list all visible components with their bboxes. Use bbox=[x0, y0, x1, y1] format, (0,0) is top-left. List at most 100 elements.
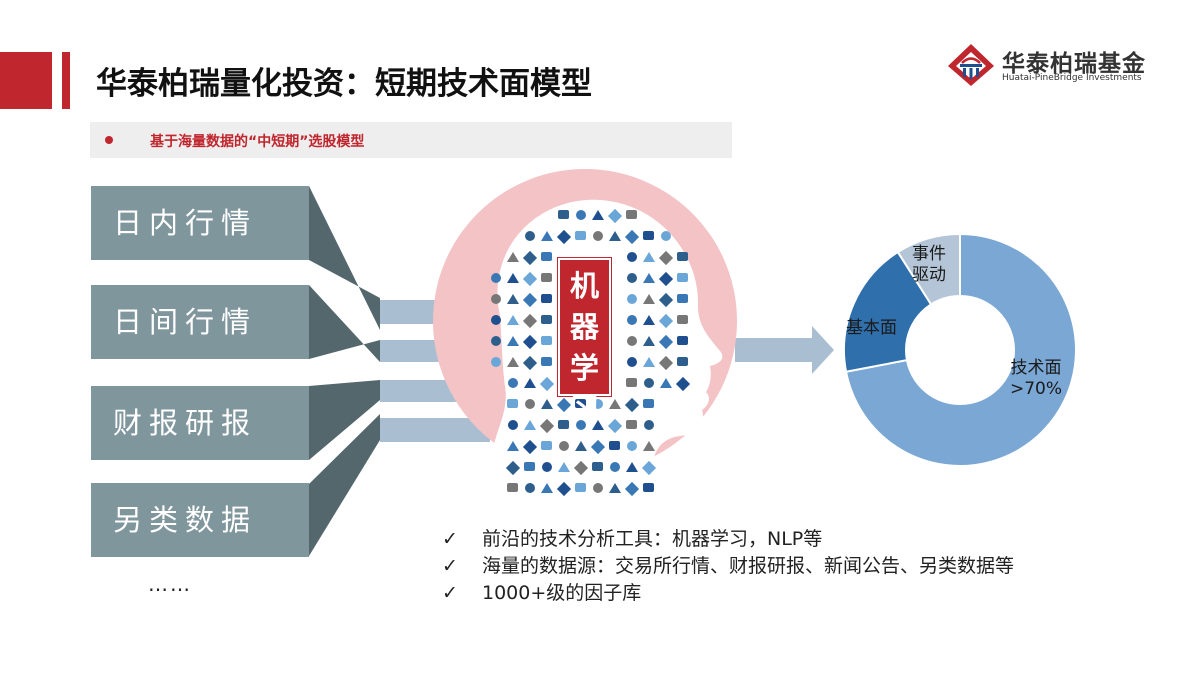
dollar-icon bbox=[675, 376, 691, 392]
mail-icon bbox=[626, 420, 637, 429]
pie-label-fundamental-line1: 基本面 bbox=[846, 318, 897, 338]
cloud-icon bbox=[525, 231, 535, 241]
camera-icon bbox=[575, 441, 587, 451]
plane-icon bbox=[643, 336, 655, 346]
pen-icon bbox=[556, 397, 572, 413]
cup-icon bbox=[643, 294, 655, 304]
cup-icon bbox=[541, 252, 552, 261]
pie-label-event-line1: 事件 bbox=[912, 244, 946, 264]
cup-icon bbox=[541, 399, 553, 409]
pie-chart-icon bbox=[658, 250, 674, 266]
feature-item-3: ✓1000+级的因子库 bbox=[442, 580, 1014, 607]
camera-icon bbox=[575, 483, 586, 492]
umbrella-icon bbox=[541, 273, 552, 282]
ml-char-1: 机 bbox=[569, 269, 599, 303]
phone-icon bbox=[624, 229, 640, 245]
music-icon bbox=[558, 462, 570, 472]
lightning-icon bbox=[593, 231, 603, 241]
cloud-icon bbox=[505, 460, 521, 476]
pie-chart-icon bbox=[593, 399, 603, 409]
info-icon bbox=[677, 252, 688, 261]
plane-icon bbox=[507, 399, 518, 408]
house-icon bbox=[592, 462, 603, 471]
icon-field bbox=[491, 208, 691, 497]
umbrella-icon bbox=[524, 420, 536, 430]
check-icon: ✓ bbox=[442, 528, 458, 550]
chart-icon bbox=[658, 334, 674, 350]
ml-char-3: 学 bbox=[569, 351, 599, 385]
mail-icon bbox=[660, 378, 672, 388]
pie-chart-icon bbox=[576, 210, 586, 220]
tram-icon bbox=[624, 481, 640, 497]
tram-icon bbox=[627, 357, 637, 367]
logo-name-cn: 华泰柏瑞基金 bbox=[1002, 51, 1146, 77]
logo-name-en: Huatai-PineBridge Investments bbox=[1002, 73, 1142, 83]
page-title: 华泰柏瑞量化投资：短期技术面模型 bbox=[96, 66, 592, 102]
pie-label-event-line2: 驱动 bbox=[912, 265, 946, 285]
input-box-alternative: 另类数据 bbox=[91, 483, 309, 557]
feature-text-2: 海量的数据源：交易所行情、财报研报、新闻公告、另类数据等 bbox=[482, 555, 1015, 577]
dollar-icon bbox=[644, 420, 654, 430]
music-icon bbox=[677, 315, 688, 324]
input-box-reports: 财报研报 bbox=[91, 386, 309, 460]
map-icon bbox=[643, 483, 654, 492]
lightning-icon bbox=[658, 271, 674, 287]
phone-icon bbox=[607, 418, 623, 434]
tram-icon bbox=[491, 273, 501, 283]
camera-icon bbox=[643, 252, 655, 262]
mail-icon bbox=[626, 462, 638, 472]
camera-icon bbox=[677, 294, 688, 303]
feature-item-1: ✓ 前沿的技术分析工具：机器学习，NLP等 bbox=[442, 526, 1014, 553]
map-icon bbox=[541, 315, 552, 324]
umbrella-icon bbox=[541, 231, 553, 241]
feature-text-1: 前沿的技术分析工具：机器学习，NLP等 bbox=[482, 528, 823, 550]
factor-donut-chart bbox=[843, 232, 1077, 467]
pen-icon bbox=[658, 292, 674, 308]
camera-icon bbox=[558, 210, 569, 219]
ml-char-4: 习 bbox=[569, 392, 599, 426]
chart-icon bbox=[627, 294, 637, 304]
pen-icon bbox=[491, 357, 501, 367]
map-icon bbox=[626, 210, 637, 219]
phone-icon bbox=[644, 378, 654, 388]
cloud-icon bbox=[508, 420, 518, 430]
connector-wedge-4 bbox=[309, 414, 380, 556]
house-icon bbox=[609, 231, 621, 241]
machine-learning-label: 机 器 学 习 bbox=[558, 258, 611, 426]
mail-icon bbox=[507, 294, 519, 304]
umbrella-icon bbox=[524, 462, 535, 471]
chart-icon bbox=[522, 439, 538, 455]
map-icon bbox=[643, 399, 654, 408]
connector-wedge-3 bbox=[309, 380, 380, 460]
company-logo-icon bbox=[948, 44, 994, 86]
chart-icon bbox=[525, 483, 535, 493]
phone-icon bbox=[610, 462, 620, 472]
input-box-intraday: 日内行情 bbox=[91, 186, 309, 260]
umbrella-icon bbox=[643, 315, 655, 325]
cloud-icon bbox=[627, 315, 637, 325]
plane-icon bbox=[507, 483, 518, 492]
map-icon bbox=[643, 357, 655, 367]
input-box-interday: 日间行情 bbox=[91, 285, 309, 359]
gear-icon bbox=[556, 229, 572, 245]
subtitle-band bbox=[90, 122, 732, 158]
chart-icon bbox=[525, 399, 535, 409]
camera-icon bbox=[575, 399, 586, 408]
feature-text-3: 1000+级的因子库 bbox=[482, 582, 642, 604]
dollar-icon bbox=[627, 336, 637, 346]
cup-icon bbox=[541, 441, 552, 450]
house-icon bbox=[677, 273, 688, 282]
info-icon bbox=[592, 210, 604, 220]
pen-icon bbox=[627, 252, 637, 262]
pie-label-technical: 技术面 >70% bbox=[1010, 358, 1062, 400]
donut-hole bbox=[905, 295, 1015, 405]
input-more-ellipsis: …… bbox=[148, 572, 192, 596]
tram-icon bbox=[627, 441, 637, 451]
lightning-icon bbox=[573, 460, 589, 476]
mail-icon bbox=[643, 231, 654, 240]
tram-icon bbox=[624, 397, 640, 413]
phone-icon bbox=[491, 294, 501, 304]
umbrella-icon bbox=[677, 357, 688, 366]
feature-list: ✓ 前沿的技术分析工具：机器学习，NLP等 ✓ 海量的数据源：交易所行情、财报研报、… bbox=[442, 526, 1014, 607]
tram-icon bbox=[607, 208, 623, 224]
